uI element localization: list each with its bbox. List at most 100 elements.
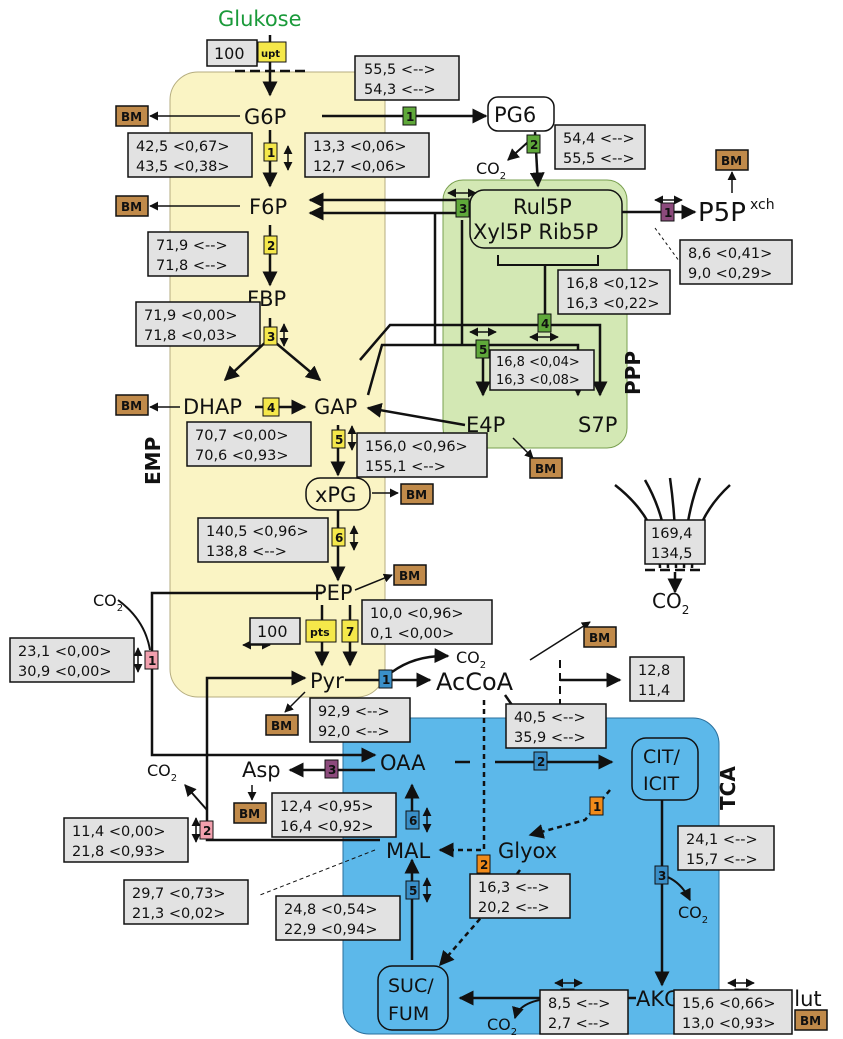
svg-text:20,2 <-->: 20,2 <--> [478, 900, 550, 916]
svg-text:8,5 <-->: 8,5 <--> [548, 996, 610, 1012]
svg-text:24,8 <0,54>: 24,8 <0,54> [284, 902, 377, 918]
svg-text:71,8 <0,03>: 71,8 <0,03> [144, 328, 237, 344]
svg-text:1: 1 [382, 673, 390, 687]
svg-text:21,3 <0,02>: 21,3 <0,02> [132, 906, 225, 922]
svg-text:15,6 <0,66>: 15,6 <0,66> [682, 996, 775, 1012]
svg-text:BM: BM [589, 631, 610, 645]
svg-text:70,6 <0,93>: 70,6 <0,93> [195, 448, 288, 464]
svg-text:pts: pts [310, 626, 330, 639]
glucose-label: Glukose [218, 7, 302, 31]
bm-glut: BM [795, 1010, 827, 1030]
tag-emp7: 7 [342, 620, 358, 642]
svg-text:12,4 <0,95>: 12,4 <0,95> [280, 799, 373, 815]
g6p-label: G6P [244, 105, 286, 129]
svg-text:30,9 <0,00>: 30,9 <0,00> [18, 664, 111, 680]
xpg-label: xPG [315, 483, 356, 507]
flux-emp4: 70,7 <0,00>70,6 <0,93> [187, 422, 311, 466]
tag-emp6: 6 [332, 528, 345, 546]
gap-label: GAP [314, 395, 357, 419]
svg-text:16,8 <0,04>: 16,8 <0,04> [496, 355, 580, 370]
flux-tca1: 92,9 <-->92,0 <--> [310, 698, 410, 742]
svg-text:2: 2 [530, 138, 538, 152]
tag-gly2: 2 [477, 855, 490, 873]
tag-emp4: 4 [263, 398, 279, 416]
emp-label: EMP [141, 437, 165, 485]
mal-label: MAL [386, 839, 430, 863]
svg-text:35,9 <-->: 35,9 <--> [514, 730, 586, 746]
svg-text:8,6 <0,41>: 8,6 <0,41> [688, 246, 772, 262]
bm-pyr: BM [266, 715, 298, 735]
svg-text:9,0 <0,29>: 9,0 <0,29> [688, 266, 772, 282]
flux-p5p: 8,6 <0,41> 9,0 <0,29> [680, 240, 792, 284]
accoa-label: AcCoA [436, 668, 514, 696]
svg-text:42,5 <0,67>: 42,5 <0,67> [136, 139, 229, 155]
flux-tca4: 8,5 <--> 2,7 <--> [540, 990, 628, 1034]
flux-emp7: 10,0 <0,96>0,1 <0,00> [362, 600, 492, 644]
flux-mal-side: 29,7 <0,73>21,3 <0,02> [124, 880, 248, 924]
tag-emp2: 2 [264, 236, 277, 254]
svg-text:13,3 <0,06>: 13,3 <0,06> [313, 139, 406, 155]
suc-label: SUC/ [388, 975, 434, 997]
svg-text:71,8 <-->: 71,8 <--> [156, 258, 228, 274]
flux-glut: 15,6 <0,66> 13,0 <0,93> [674, 990, 792, 1034]
tag-ppp1: 1 [403, 107, 416, 125]
svg-text:100: 100 [214, 44, 245, 63]
svg-text:BM: BM [406, 488, 427, 502]
flux-glyox: 16,3 <--> 20,2 <--> [470, 874, 570, 918]
svg-text:upt: upt [261, 49, 280, 60]
svg-text:155,1 <-->: 155,1 <--> [365, 459, 446, 475]
svg-text:3: 3 [459, 202, 467, 216]
svg-text:6: 6 [409, 814, 417, 828]
flux-ppp2: 54,4 <-->55,5 <--> [555, 125, 645, 169]
svg-text:2,7 <-->: 2,7 <--> [548, 1016, 610, 1032]
svg-text:1: 1 [267, 146, 275, 160]
svg-text:156,0 <0,96>: 156,0 <0,96> [365, 439, 468, 455]
svg-text:0,1 <0,00>: 0,1 <0,00> [370, 626, 454, 642]
bm-p5p: BM [716, 150, 748, 170]
tag-p5p: 1 [661, 203, 674, 221]
p5p-superscript: xch [750, 197, 775, 213]
svg-text:2: 2 [203, 824, 211, 838]
svg-text:22,9 <0,94>: 22,9 <0,94> [284, 922, 377, 938]
svg-text:BM: BM [121, 399, 142, 413]
tag-tca1: 1 [379, 670, 392, 688]
bm-g6p: BM [116, 106, 148, 126]
svg-text:5: 5 [479, 343, 487, 357]
flux-ana2: 11,4 <0,00>21,8 <0,93> [64, 818, 188, 862]
icit-label: ICIT [643, 773, 679, 795]
pg6-label: PG6 [494, 103, 536, 127]
svg-text:BM: BM [399, 569, 420, 583]
svg-text:16,3 <0,08>: 16,3 <0,08> [496, 373, 580, 388]
svg-text:1: 1 [664, 206, 672, 220]
flux-tca5: 24,8 <0,54> 22,9 <0,94> [276, 896, 400, 940]
flux-emp2: 71,9 <-->71,8 <--> [148, 232, 248, 276]
svg-text:55,5 <-->: 55,5 <--> [563, 151, 635, 167]
svg-text:12,8: 12,8 [638, 663, 670, 679]
tag-emp3: 3 [264, 327, 277, 345]
svg-text:2: 2 [480, 858, 488, 872]
svg-text:BM: BM [121, 110, 142, 124]
tca-label: TCA [716, 766, 740, 810]
svg-text:16,3 <0,22>: 16,3 <0,22> [566, 296, 659, 312]
tag-gly1: 1 [590, 797, 603, 815]
flux-pg6-exch: 55,5 <-->54,3 <--> [355, 56, 459, 100]
svg-text:BM: BM [800, 1014, 821, 1028]
svg-text:16,3 <-->: 16,3 <--> [478, 880, 550, 896]
svg-text:5: 5 [335, 433, 343, 447]
svg-text:BM: BM [121, 200, 142, 214]
svg-text:16,8 <0,12>: 16,8 <0,12> [566, 276, 659, 292]
tag-emp5: 5 [332, 430, 345, 448]
bm-asp: BM [234, 803, 266, 823]
ppp-label: PPP [621, 351, 645, 395]
bm-e4p: BM [530, 458, 562, 478]
svg-text:13,0 <0,93>: 13,0 <0,93> [682, 1016, 775, 1032]
svg-text:12,7 <0,06>: 12,7 <0,06> [313, 159, 406, 175]
oaa-label: OAA [380, 751, 426, 775]
s7p-label: S7P [578, 413, 617, 437]
tag-tca2: 2 [534, 752, 547, 770]
tag-ppp2: 2 [527, 135, 540, 153]
tag-tca5: 5 [406, 881, 419, 899]
svg-text:2: 2 [267, 239, 275, 253]
svg-text:1: 1 [148, 654, 156, 668]
